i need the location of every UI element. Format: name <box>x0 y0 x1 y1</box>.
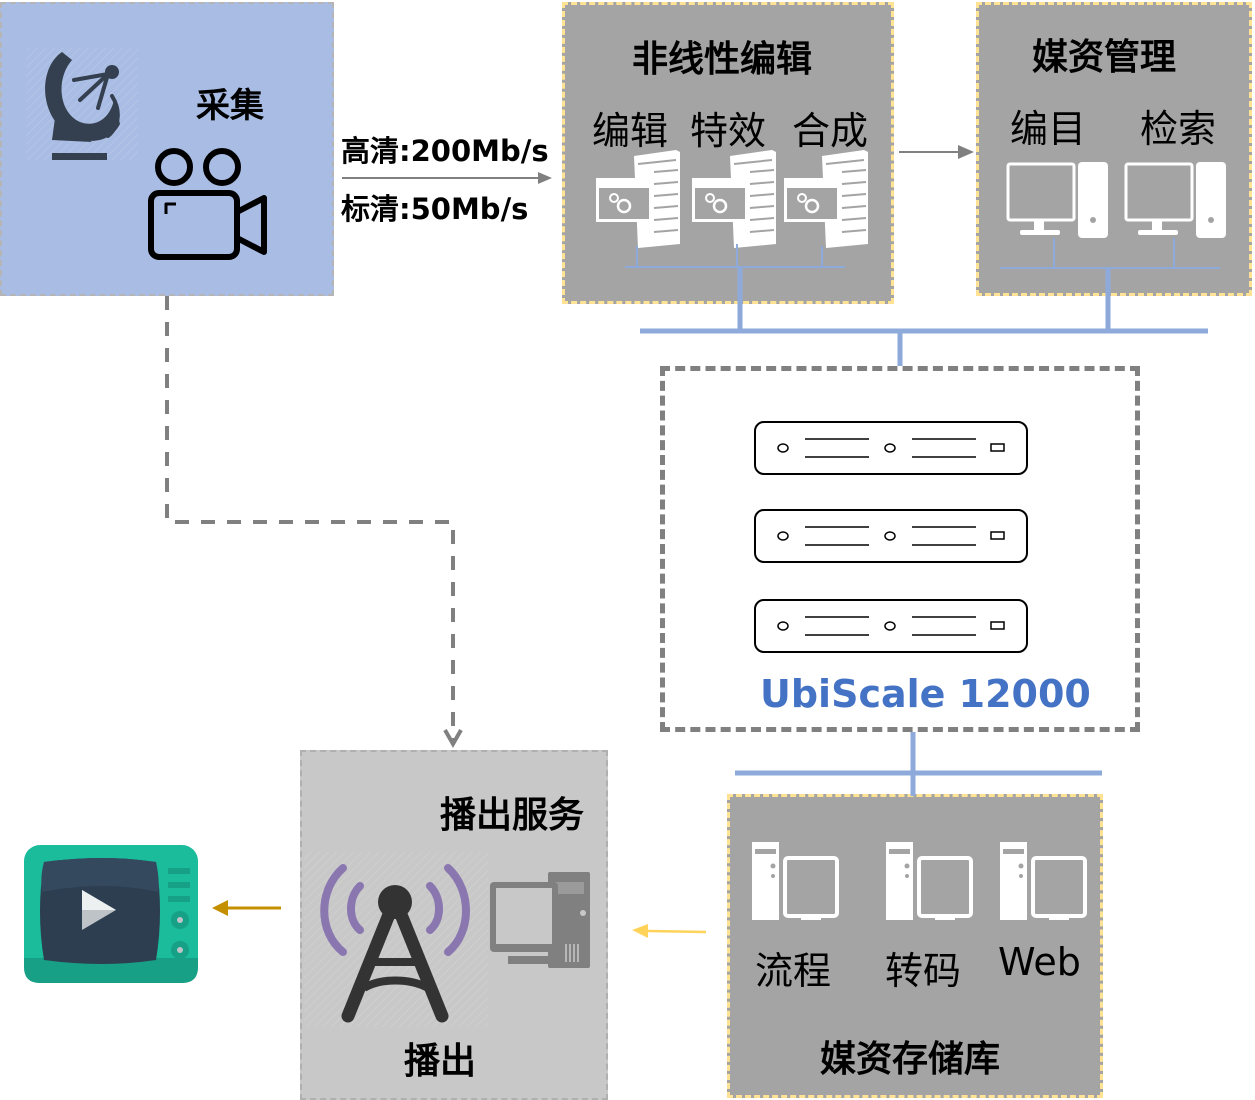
hd-bitrate-label: 高清:200Mb/s <box>341 134 549 168</box>
media-library-panel <box>727 794 1103 1098</box>
desktop-pc-icon <box>490 872 590 968</box>
video-camera-icon <box>148 148 267 260</box>
nle-panel <box>562 2 894 304</box>
library-title: 媒资存储库 <box>820 1039 1001 1080</box>
library-item-label: 流程 <box>755 949 832 993</box>
playout-subtitle: 播出 <box>404 1041 477 1082</box>
desktop-computer-icon <box>1006 162 1108 238</box>
mam-panel <box>976 2 1252 296</box>
server-settings-icon <box>692 150 776 248</box>
desktop-computer-icon <box>1124 162 1226 238</box>
broadcast-tower-icon <box>304 852 488 1027</box>
nle-to-mam-arrow <box>899 145 974 159</box>
arrowhead <box>443 729 463 749</box>
playout-title: 播出服务 <box>440 795 585 836</box>
satellite-dish-icon <box>26 48 138 160</box>
nle-item-label: 合成 <box>792 109 869 153</box>
capture-title: 采集 <box>196 86 264 126</box>
nle-item-label: 编辑 <box>592 109 669 153</box>
sd-bitrate-label: 标清:50Mb/s <box>341 192 529 226</box>
tv-play-icon[interactable] <box>24 845 198 983</box>
nle-item-label: 特效 <box>690 109 767 153</box>
library-item-label: Web <box>998 940 1081 984</box>
workstation-icon <box>752 842 839 920</box>
capture-to-nle-arrow <box>342 172 552 184</box>
playout-to-tv-arrow <box>212 900 281 916</box>
workstation-icon <box>1000 842 1087 920</box>
mam-item-label: 编目 <box>1010 107 1087 151</box>
mam-title: 媒资管理 <box>1032 37 1177 78</box>
storage-product-name: UbiScale 12000 <box>760 672 1091 716</box>
capture-to-playout-dashed-arrow <box>165 296 455 742</box>
mam-item-label: 检索 <box>1140 107 1217 151</box>
storage-rack-unit-icon <box>754 599 1028 653</box>
storage-network-bus <box>735 732 1102 796</box>
main-network-bus <box>640 267 1208 366</box>
storage-rack-unit-icon <box>754 421 1028 475</box>
server-settings-icon <box>784 150 868 248</box>
storage-rack-unit-icon <box>754 509 1028 563</box>
server-settings-icon <box>596 150 680 248</box>
nle-title: 非线性编辑 <box>632 39 813 80</box>
library-item-label: 转码 <box>885 949 962 993</box>
library-to-playout-arrow <box>632 924 707 938</box>
workstation-icon <box>886 842 973 920</box>
